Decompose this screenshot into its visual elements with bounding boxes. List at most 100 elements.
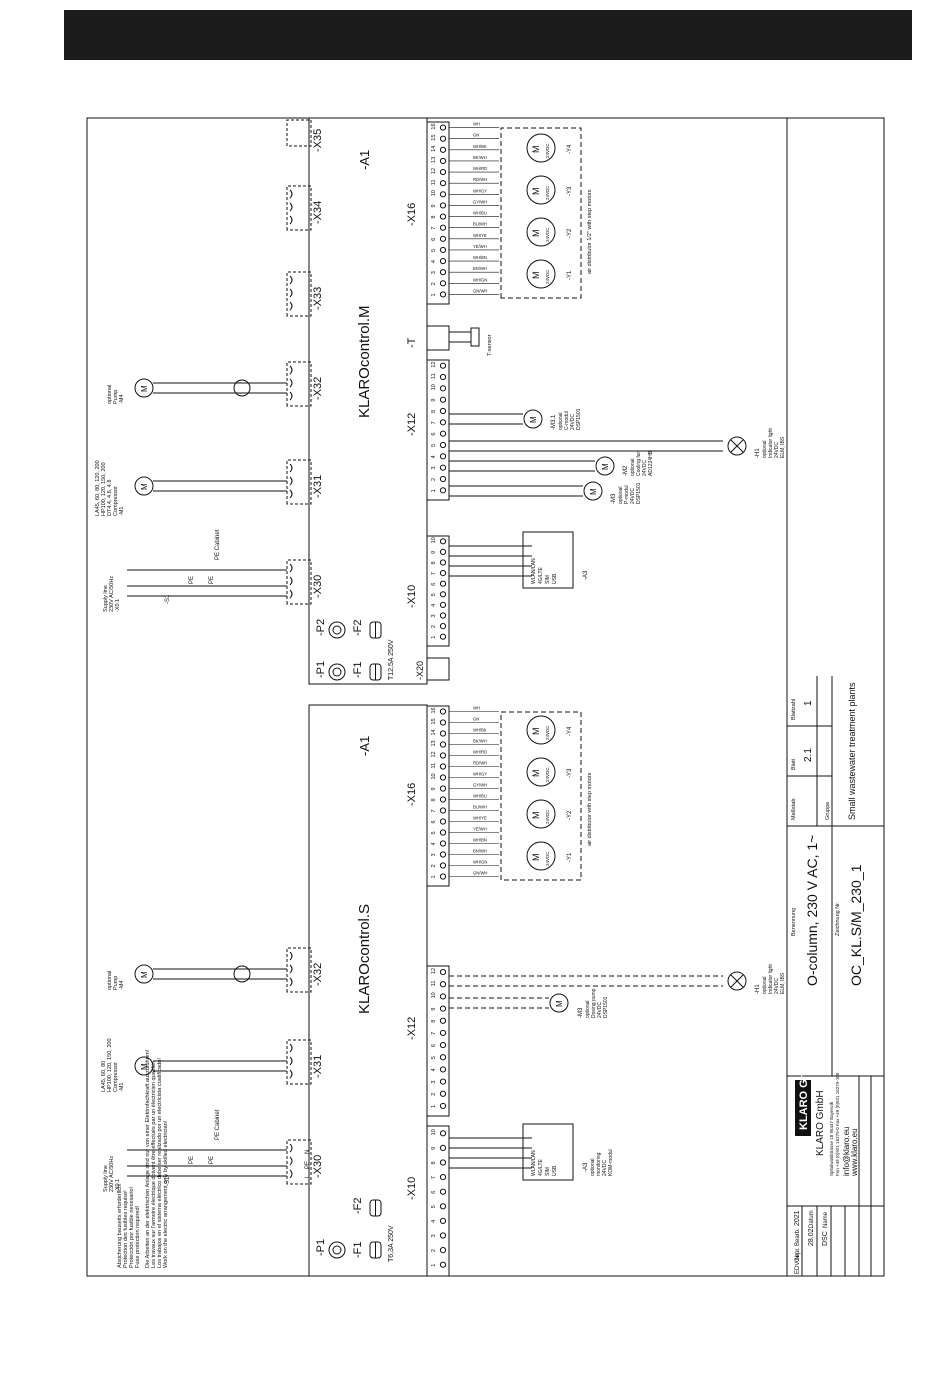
x16-m-wire-color-8: WH/BU: [473, 211, 487, 216]
m2-m-1: -M2: [623, 465, 629, 476]
h1-m-4: 24VDC: [774, 441, 780, 458]
x10-m-pin-num-6: 6: [431, 583, 437, 586]
header-bar: [64, 10, 912, 60]
compressor-m-2: HP100, 120, 150, 200: [101, 462, 107, 516]
pump-m-2: Pump: [113, 390, 119, 404]
x16-s-wire-color-16: WH: [473, 706, 480, 711]
compressor-m-5: -M1: [119, 507, 125, 516]
note-5: Die Arbeiten an der elektrischen Anlage …: [145, 1049, 151, 1268]
x35-terminal: [286, 119, 312, 147]
x16-s-wire-color-2: WH/GN: [473, 860, 487, 865]
x16-m-pin-4: [439, 257, 447, 265]
x12-s-pin-num-11: 11: [431, 981, 437, 987]
x16-s-wire-color-11: RD/WH: [473, 761, 487, 766]
tb-benennung: O-column, 230 V AC, 1~: [804, 835, 820, 986]
x16-s-pin-num-16: 16: [431, 707, 437, 713]
x12-s-pin-num-6: 6: [431, 1044, 437, 1047]
x12-m-pin-num-10: 10: [431, 384, 437, 390]
note-8: Work on the electric arrangement only by…: [163, 1120, 169, 1268]
x31-label: -X31: [312, 1055, 324, 1078]
a3-m-wlan: WLAN/LAN: [531, 558, 537, 584]
x34-label: -X34: [312, 201, 324, 224]
tb-zeichnung-label: Zeichnung Nr.: [835, 901, 841, 936]
x10-s-pin-1: [439, 1261, 447, 1268]
x16-m-wire-color-16: WH: [473, 122, 480, 127]
m2-m-3: Cooling fan: [636, 450, 642, 476]
m-supply-line-2: 230V AC/50Hz: [109, 576, 115, 612]
m4-pump: [134, 964, 154, 984]
compressor-s-4: -M1: [119, 1083, 125, 1092]
x12-s-pin-10: [439, 993, 447, 1000]
x16-m-pin-3: [439, 269, 447, 276]
x12-s-pin-6: [439, 1041, 447, 1049]
m2-m-2: optional: [630, 458, 636, 476]
m2-m-5: AD1224HB: [648, 450, 654, 476]
p1-lamp: [328, 1241, 346, 1259]
svg-text:L: L: [305, 1174, 311, 1178]
x16-m-pin-num-3: 3: [431, 271, 437, 274]
tb-blatt: 2.1: [803, 748, 814, 762]
socket-pin-0-2: [289, 1143, 293, 1153]
x10-m-pin-4: [439, 601, 447, 608]
x16-s-wire-color-5: YE/WH: [473, 827, 487, 832]
x16-m-motor-box: [500, 127, 582, 299]
svg-text:M: M: [140, 385, 149, 392]
tb-address-2: Fon +49 (0)921 16279-0 Fax +49 (0)921 16…: [835, 1072, 840, 1176]
x12-label: -X12: [406, 1017, 418, 1040]
a3-m-usb: USB: [552, 573, 558, 584]
x12-s-pin-num-1: 1: [431, 1105, 437, 1108]
svg-text:M: M: [531, 146, 541, 154]
x16-m-pin-num-2: 2: [431, 282, 437, 285]
x16-s-pin-13: [439, 741, 447, 748]
x10-s-pin-num-6: 6: [431, 1191, 437, 1194]
x16-s-pin-num-15: 15: [431, 718, 437, 724]
x12-s-pin-num-2: 2: [431, 1093, 437, 1096]
x10-m-pin-num-4: 4: [431, 604, 437, 607]
x10-m-pin-5: [439, 591, 447, 598]
compressor-m-4: Compressor: [113, 486, 119, 516]
x16-s-caption: air distributor with step motors: [587, 772, 593, 846]
a3-s-label: -A3: [583, 1162, 589, 1172]
svg-text:KLARO GmbH: KLARO GmbH: [798, 1055, 810, 1130]
socket-pin-0-1: [289, 1156, 293, 1166]
socket-pin-1-0: [289, 1069, 293, 1079]
x16-m-wire-color-11: RD/WH: [473, 177, 487, 182]
svg-text:M: M: [555, 1000, 564, 1007]
supply-line-1: Supply line: [103, 1165, 109, 1192]
x16-s-wire-color-6: WH/YE: [473, 816, 487, 821]
x34-terminal: [286, 185, 312, 231]
note-1: Absicherung bauseits erforderlich!: [117, 1183, 123, 1268]
x10-s-pin-num-1: 1: [431, 1264, 437, 1267]
m-a3-module: [522, 531, 574, 589]
f1-label: -F1: [352, 1242, 364, 1259]
x12-m-pin-9: [439, 396, 447, 403]
x10-s-pin-4: [439, 1217, 447, 1224]
x16-s-pin-num-7: 7: [431, 809, 437, 812]
tb-col-name: Name: [823, 1211, 829, 1228]
x16-s-pin-2: [439, 862, 447, 869]
klaro-logo: [795, 1080, 811, 1136]
y4-m-motor: [526, 133, 556, 163]
svg-text:24VDC: 24VDC: [545, 269, 550, 284]
tb-blatt-label: Blatt: [791, 759, 797, 770]
x12-m-pin-num-1: 1: [431, 489, 437, 492]
x12-s-pin-8: [439, 1017, 447, 1024]
x10-m-pin-9: [439, 548, 447, 555]
y2-m-motor: [526, 217, 556, 247]
x10-s-pin-7: [439, 1173, 447, 1181]
y1-s-motor: [526, 841, 556, 871]
x12-s-pin-7: [439, 1029, 447, 1037]
compressor-m-1: LA45, 60, 80, 120, 200: [95, 460, 101, 516]
svg-text:24VDC: 24VDC: [545, 809, 550, 824]
socket-pin-3-0: [289, 589, 293, 599]
tb-gepr-label: Gepr.: [795, 1247, 801, 1262]
x16-s-pin-num-6: 6: [431, 820, 437, 823]
control-s-a1: -A1: [357, 736, 372, 756]
svg-text:24VDC: 24VDC: [545, 725, 550, 740]
h1-s-2: optional: [762, 976, 768, 994]
m3-m-5: DSP1501: [636, 482, 642, 504]
x10-m-pin-2: [439, 622, 447, 630]
x16-s-pin-6: [439, 818, 447, 825]
x16-m-pin-num-10: 10: [431, 190, 437, 196]
a3-s-desc-1: optional: [590, 1158, 596, 1176]
